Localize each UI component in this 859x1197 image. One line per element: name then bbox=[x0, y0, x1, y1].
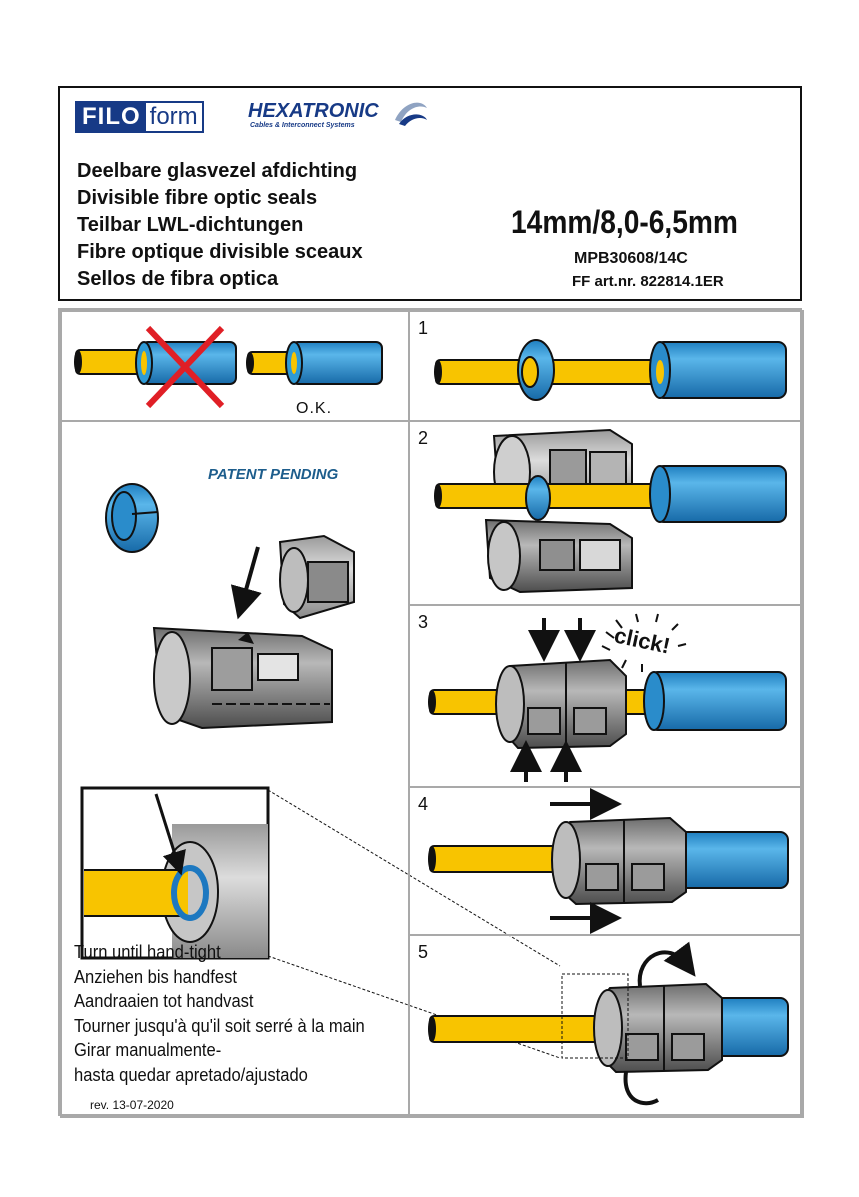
title-de: Teilbar LWL-dichtungen bbox=[77, 212, 363, 239]
wrong-vs-ok-illustration bbox=[62, 312, 412, 424]
instruction-grid: O.K. PATENT PENDING bbox=[58, 308, 802, 1116]
cell-step-2: 2 bbox=[408, 420, 804, 606]
cell-step-4: 4 bbox=[408, 786, 804, 936]
step-1-illustration bbox=[410, 312, 806, 424]
step-5-illustration bbox=[410, 936, 806, 1120]
title-fr: Fibre optique divisible sceaux bbox=[77, 239, 363, 266]
cell-step-3: 3 bbox=[408, 604, 804, 788]
title-nl: Deelbare glasvezel afdichting bbox=[77, 158, 363, 185]
filoform-logo-part1: FILO bbox=[77, 103, 146, 131]
instruction-fr: Tourner jusqu'à qu'il soit serré à la ma… bbox=[74, 1014, 365, 1039]
cell-overview: PATENT PENDING bbox=[60, 420, 410, 1118]
filoform-logo-part2: form bbox=[146, 103, 202, 131]
instruction-nl: Aandraaien tot handvast bbox=[74, 989, 365, 1014]
article-number: FF art.nr. 822814.1ER bbox=[572, 273, 724, 290]
instruction-es-2: hasta quedar apretado/ajustado bbox=[74, 1063, 365, 1088]
title-en: Divisible fibre optic seals bbox=[77, 185, 363, 212]
instruction-en: Turn until hand-tight bbox=[74, 940, 365, 965]
size-spec: 14mm/8,0-6,5mm bbox=[511, 204, 738, 241]
cell-step-1: 1 bbox=[408, 310, 804, 422]
revision-date: rev. 13-07-2020 bbox=[90, 1098, 174, 1112]
title-es: Sellos de fibra optica bbox=[77, 266, 363, 293]
hexatronic-logo-tagline: Cables & Interconnect Systems bbox=[250, 122, 379, 130]
filoform-logo: FILO form bbox=[75, 101, 204, 133]
hexatronic-swirl-icon bbox=[393, 98, 429, 128]
step-2-illustration bbox=[410, 422, 806, 608]
step-4-illustration bbox=[410, 788, 806, 938]
cell-step-5: 5 bbox=[408, 934, 804, 1118]
product-titles: Deelbare glasvezel afdichting Divisible … bbox=[77, 158, 363, 293]
header-box: FILO form HEXATRONIC Cables & Interconne… bbox=[58, 86, 802, 301]
hexatronic-logo: HEXATRONIC Cables & Interconnect Systems bbox=[248, 100, 379, 130]
instruction-de: Anziehen bis handfest bbox=[74, 965, 365, 990]
product-code: MPB30608/14C bbox=[574, 250, 688, 268]
step-3-illustration bbox=[410, 606, 806, 790]
tighten-instructions: Turn until hand-tight Anziehen bis handf… bbox=[74, 940, 390, 1088]
instruction-es-1: Girar manualmente- bbox=[74, 1038, 365, 1063]
ok-label: O.K. bbox=[296, 400, 332, 418]
hexatronic-logo-name: HEXATRONIC bbox=[248, 100, 379, 122]
cell-wrong-ok: O.K. bbox=[60, 310, 410, 422]
